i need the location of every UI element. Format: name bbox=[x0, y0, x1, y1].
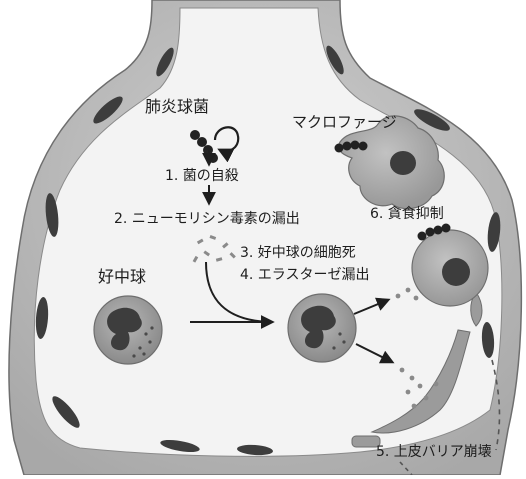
toxin-fragment bbox=[203, 250, 211, 257]
granule bbox=[338, 332, 342, 336]
barrier-gap-line bbox=[399, 461, 413, 476]
bacterium bbox=[350, 140, 360, 150]
epithelial-nucleus bbox=[481, 322, 495, 358]
bacteria-near-macrophage bbox=[417, 223, 451, 241]
label-pneumococcus: 肺炎球菌 bbox=[145, 97, 209, 116]
epithelial-nucleus bbox=[52, 396, 80, 428]
epithelial-nucleus bbox=[237, 444, 273, 456]
bacterium bbox=[342, 141, 352, 151]
epithelial-nucleus bbox=[93, 96, 123, 124]
elastase-granule bbox=[423, 395, 429, 401]
barrier-gap-line bbox=[491, 359, 501, 451]
granule bbox=[142, 352, 146, 356]
toxin-to-neutrophil-arrow bbox=[205, 261, 269, 323]
granule bbox=[148, 340, 152, 344]
toxin-fragment bbox=[222, 242, 229, 249]
elastase-granule bbox=[395, 293, 401, 299]
step-6: 6. 貪食抑制 bbox=[370, 205, 444, 222]
neutrophil-nucleus bbox=[107, 307, 142, 351]
bacterium bbox=[433, 225, 443, 235]
elastase-granules bbox=[395, 287, 439, 409]
toxin-fragment bbox=[192, 255, 199, 263]
toxin-fragment bbox=[209, 235, 217, 240]
granule bbox=[144, 332, 148, 336]
elastase-granule bbox=[413, 295, 419, 301]
label-neutrophil: 好中球 bbox=[98, 267, 146, 286]
epithelial-nucleus bbox=[45, 193, 59, 237]
granule bbox=[332, 346, 336, 350]
elastase-granule bbox=[433, 381, 439, 387]
elastase-arrow bbox=[353, 297, 391, 315]
toxin-fragment bbox=[229, 252, 236, 259]
elastase-granule bbox=[405, 287, 411, 293]
elastase-granule bbox=[411, 403, 417, 409]
engulfed-bacteria bbox=[334, 140, 368, 153]
granule bbox=[132, 354, 136, 358]
bacterium bbox=[441, 223, 451, 233]
epithelial-nucleus bbox=[487, 212, 501, 252]
step-4: 4. エラスターゼ漏出 bbox=[240, 267, 370, 283]
granule bbox=[342, 340, 346, 344]
bacterium bbox=[358, 141, 368, 151]
epithelial-nucleus bbox=[414, 109, 450, 131]
epithelial-fragment bbox=[370, 329, 471, 434]
neutrophil-dying bbox=[287, 293, 357, 363]
step-2: 2. ニューモリシン毒素の漏出 bbox=[114, 211, 300, 227]
elastase-granule bbox=[405, 389, 411, 395]
toxin-fragment bbox=[196, 238, 204, 245]
label-macrophage: マクロファージ bbox=[292, 113, 397, 131]
damaged-epithelium bbox=[351, 291, 501, 476]
neutrophil-nucleus bbox=[301, 305, 336, 349]
neutrophil-granules bbox=[332, 332, 346, 350]
pneumolysin-fragments bbox=[192, 235, 236, 263]
neutrophil-granules bbox=[132, 326, 154, 358]
epithelial-fragment bbox=[470, 291, 483, 327]
bacterium bbox=[425, 227, 435, 237]
macrophage-round-nucleus bbox=[442, 258, 470, 286]
epithelial-nucleus bbox=[326, 45, 344, 75]
elastase-arrow bbox=[355, 343, 395, 364]
elastase-granule bbox=[417, 383, 423, 389]
step-1: 1. 菌の自殺 bbox=[165, 168, 239, 184]
suicide-curved-arrow-icon bbox=[213, 126, 240, 163]
epithelial-nuclei bbox=[35, 45, 501, 456]
granule bbox=[138, 346, 142, 350]
bacterium bbox=[417, 231, 427, 241]
toxin-fragment bbox=[215, 257, 223, 262]
neutrophil-healthy bbox=[93, 295, 163, 365]
granule bbox=[150, 326, 154, 330]
elastase-granule bbox=[409, 375, 415, 381]
epithelial-nucleus bbox=[156, 47, 174, 77]
macrophage-round bbox=[411, 229, 489, 307]
epithelial-fragment bbox=[351, 435, 381, 448]
epithelial-nucleus bbox=[35, 297, 49, 339]
bacterium bbox=[197, 137, 207, 147]
macrophage bbox=[337, 115, 445, 210]
bacterium bbox=[334, 143, 344, 153]
macrophage-nucleus bbox=[390, 151, 416, 175]
epithelial-nucleus bbox=[160, 439, 200, 453]
step-5: 5. 上皮バリア崩壊 bbox=[376, 444, 492, 460]
elastase-granule bbox=[399, 367, 405, 373]
bacterium bbox=[190, 130, 200, 140]
step-3: 3. 好中球の細胞死 bbox=[240, 245, 356, 261]
